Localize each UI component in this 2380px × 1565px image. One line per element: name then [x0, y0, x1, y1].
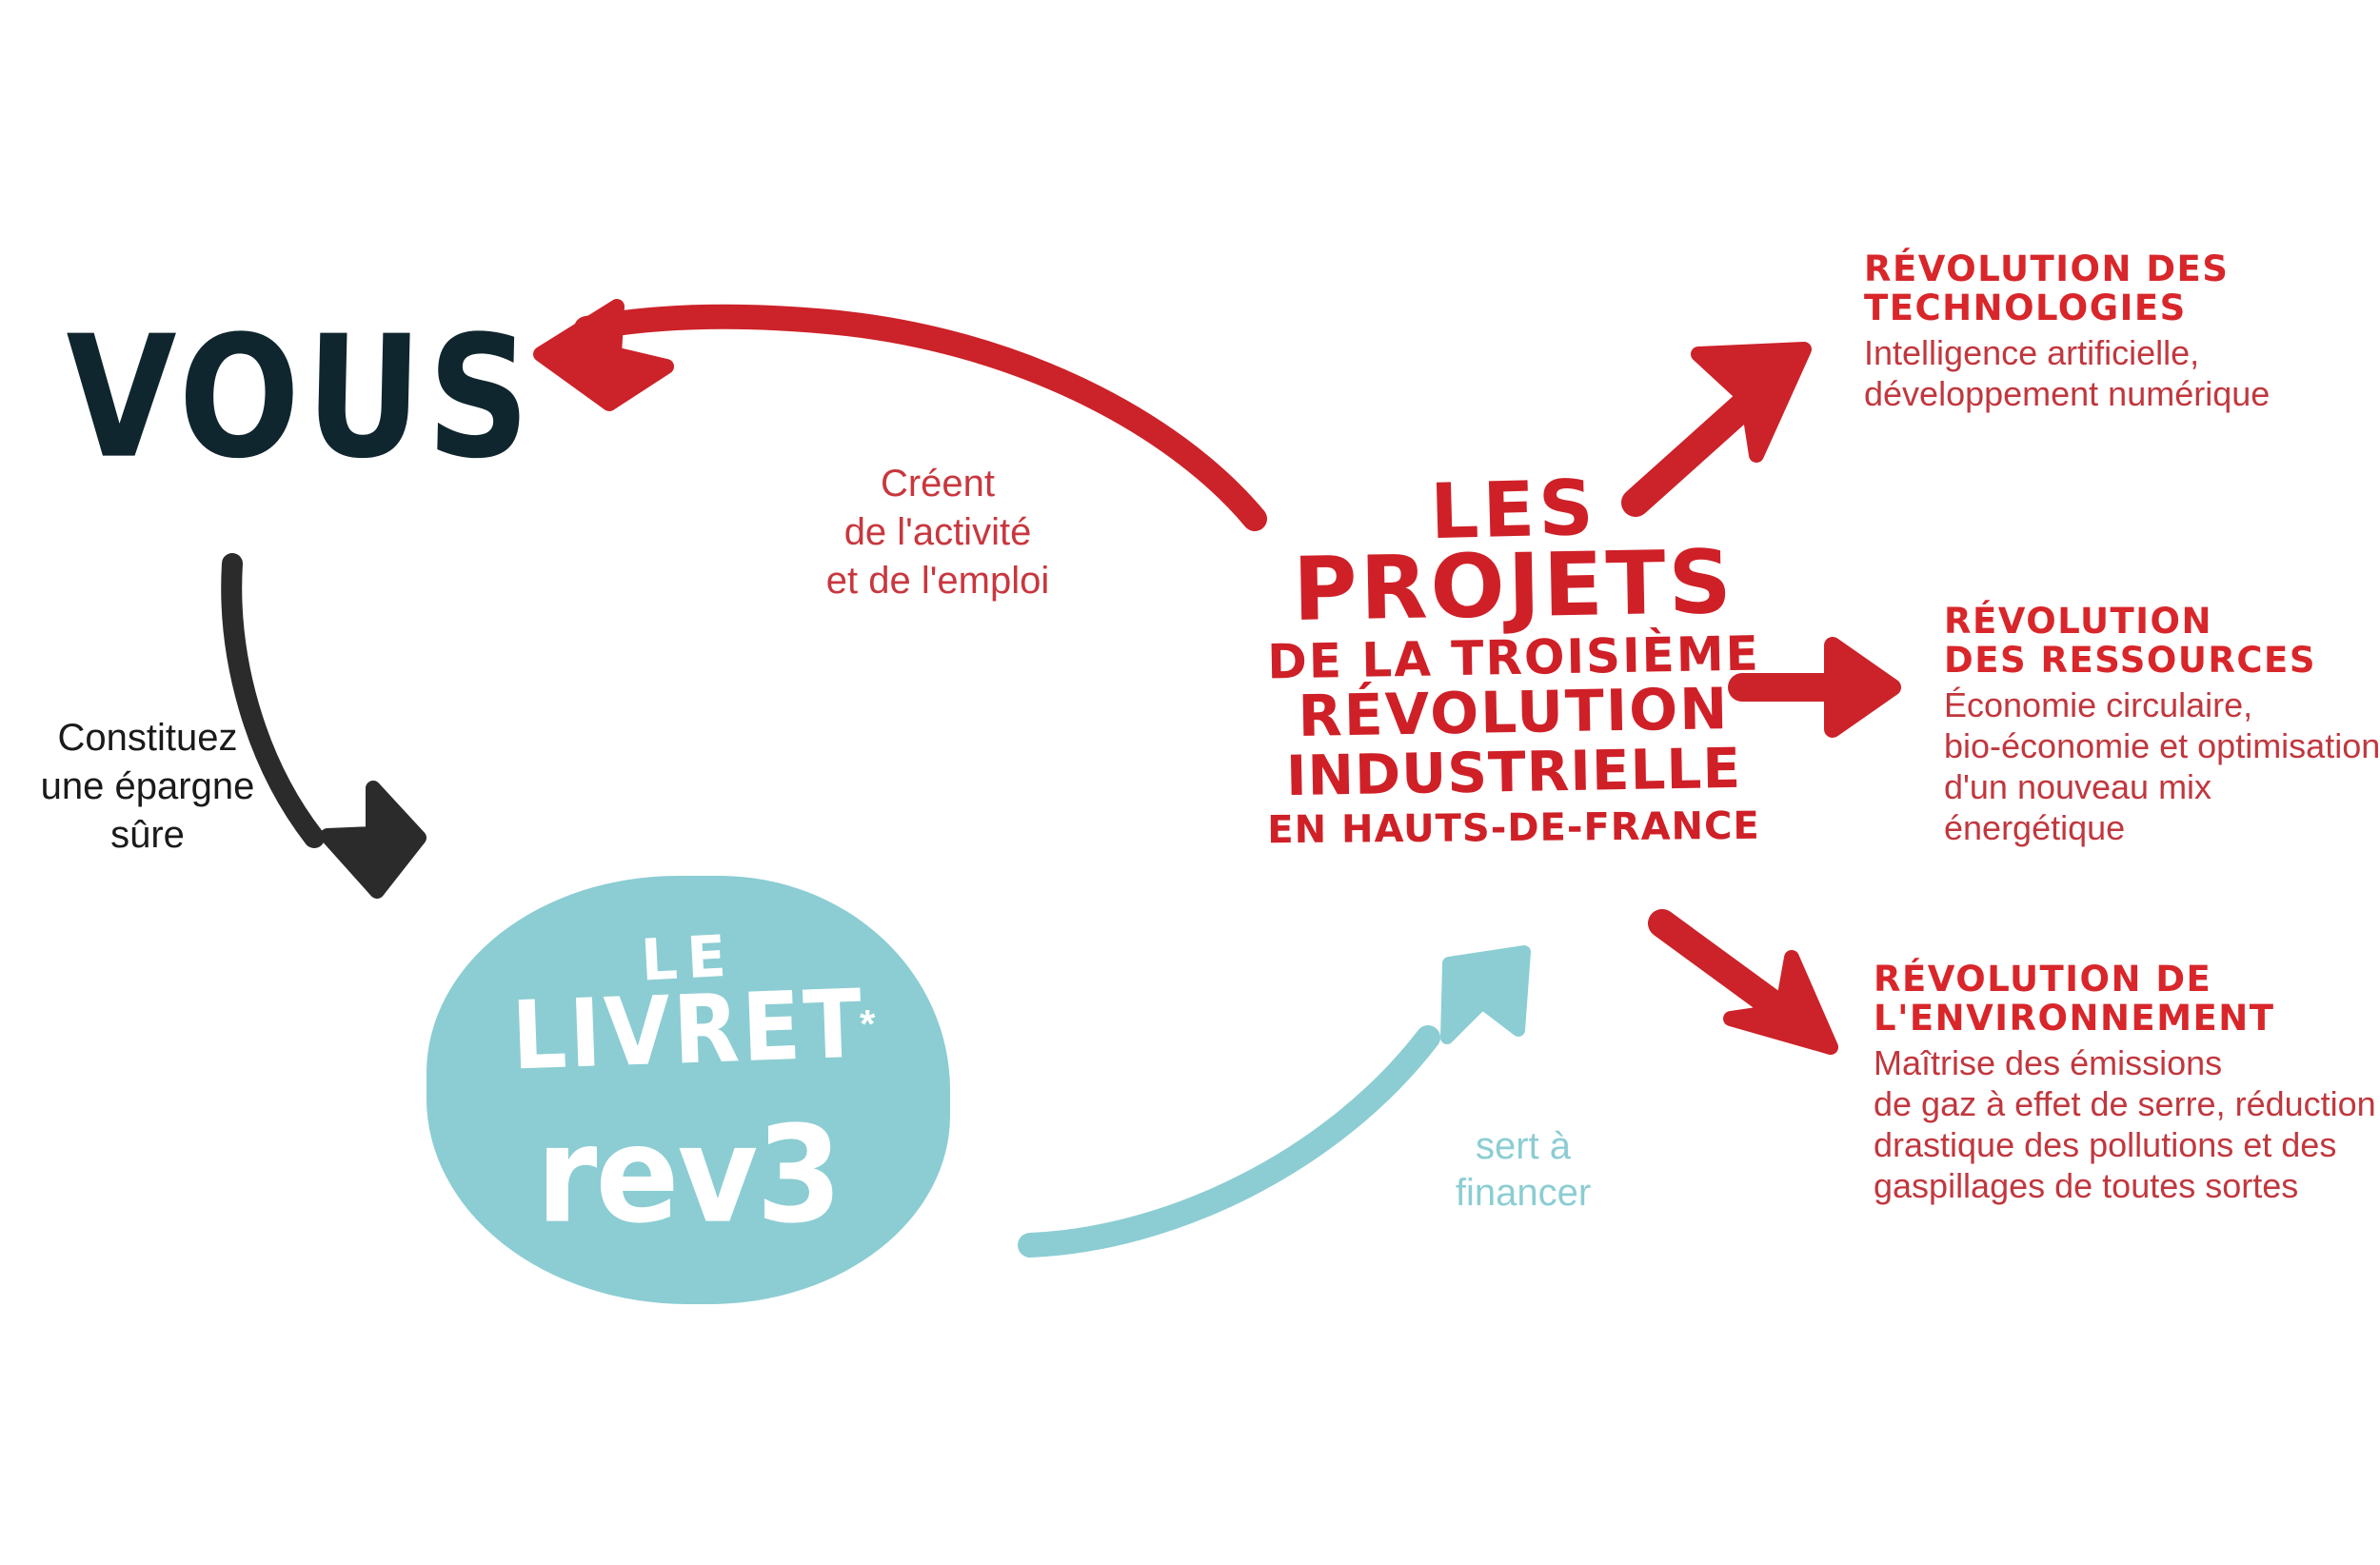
- pillar-environnement: RÉVOLUTION DE L'ENVIRONNEMENT Maîtrise d…: [1874, 960, 2380, 1207]
- pillar-technologies-title-line-1: RÉVOLUTION DES: [1864, 248, 2230, 289]
- caption-creent-activite: Créent de l'activité et de l'emploi: [781, 460, 1095, 606]
- pillar-environnement-body-line-1: Maîtrise des émissions: [1874, 1042, 2223, 1082]
- central-headline: LES PROJETS DE LA TROISIÈME RÉVOLUTION I…: [1228, 464, 1799, 853]
- caption-creent-line-2: de l'activité: [843, 511, 1032, 554]
- pillar-technologies-body-line-1: Intelligence artificielle,: [1864, 332, 2200, 372]
- pillar-ressources-title-line-2: DES RESSOURCES: [1944, 640, 2316, 682]
- logo-asterisk: *: [860, 1001, 876, 1046]
- pillar-environnement-body-line-4: gaspillages de toutes sortes: [1874, 1166, 2299, 1206]
- livret-rev3-logo: LE LIVRET * rev3: [426, 876, 950, 1304]
- pillar-technologies-title: RÉVOLUTION DES TECHNOLOGIES: [1864, 249, 2359, 328]
- pillar-environnement-body-line-3: drastique des pollutions et des: [1874, 1125, 2337, 1165]
- logo-text-rev3: rev3: [536, 1096, 842, 1254]
- pillar-ressources-title: RÉVOLUTION DES RESSOURCES: [1944, 602, 2380, 681]
- caption-creent-line-3: et de l'emploi: [825, 560, 1050, 603]
- pillar-technologies-body: Intelligence artificielle, développement…: [1864, 332, 2359, 414]
- caption-financer-line-2: financer: [1455, 1171, 1592, 1214]
- pillar-ressources: RÉVOLUTION DES RESSOURCES Économie circu…: [1944, 602, 2380, 849]
- pillar-technologies-title-line-2: TECHNOLOGIES: [1864, 287, 2187, 329]
- pillar-environnement-title-line-1: RÉVOLUTION DE: [1874, 959, 2212, 1000]
- caption-epargne-line-1: Constituez: [57, 717, 238, 759]
- logo-blob-shape: [426, 876, 950, 1304]
- headline-line-6: EN HAUTS-DE-FRANCE: [1267, 803, 1760, 853]
- headline-line-2: PROJETS: [1292, 530, 1735, 642]
- pillar-environnement-body-line-2: de gaz à effet de serre, réduction: [1874, 1084, 2376, 1124]
- caption-financer-line-1: sert à: [1475, 1125, 1572, 1167]
- caption-epargne-line-3: sûre: [110, 814, 185, 857]
- caption-sert-a-financer: sert à financer: [1409, 1123, 1637, 1217]
- caption-creent-line-1: Créent: [880, 463, 996, 505]
- pillar-environnement-title-line-2: L'ENVIRONNEMENT: [1874, 998, 2275, 1040]
- pillar-technologies-body-line-2: développement numérique: [1864, 374, 2271, 414]
- pillar-environnement-body: Maîtrise des émissions de gaz à effet de…: [1874, 1042, 2380, 1207]
- vous-wordmark: VOUS: [62, 300, 539, 497]
- caption-epargne-line-2: une épargne: [40, 765, 255, 808]
- pillar-ressources-body-line-1: Économie circulaire,: [1944, 684, 2253, 724]
- pillar-ressources-title-line-1: RÉVOLUTION: [1944, 601, 2212, 642]
- arrow-projets-to-environnement-icon: [1648, 909, 1838, 1055]
- pillar-ressources-body-line-2: bio-économie et optimisation: [1944, 726, 2380, 766]
- pillar-environnement-title: RÉVOLUTION DE L'ENVIRONNEMENT: [1874, 960, 2380, 1039]
- caption-constituez-epargne: Constituez une épargne sûre: [10, 714, 286, 861]
- headline-line-5: INDUSTRIELLE: [1285, 735, 1742, 809]
- pillar-technologies: RÉVOLUTION DES TECHNOLOGIES Intelligence…: [1864, 249, 2359, 414]
- pillar-ressources-body: Économie circulaire, bio-économie et opt…: [1944, 684, 2380, 849]
- pillar-ressources-body-line-3: d'un nouveau mix énergétique: [1944, 767, 2212, 848]
